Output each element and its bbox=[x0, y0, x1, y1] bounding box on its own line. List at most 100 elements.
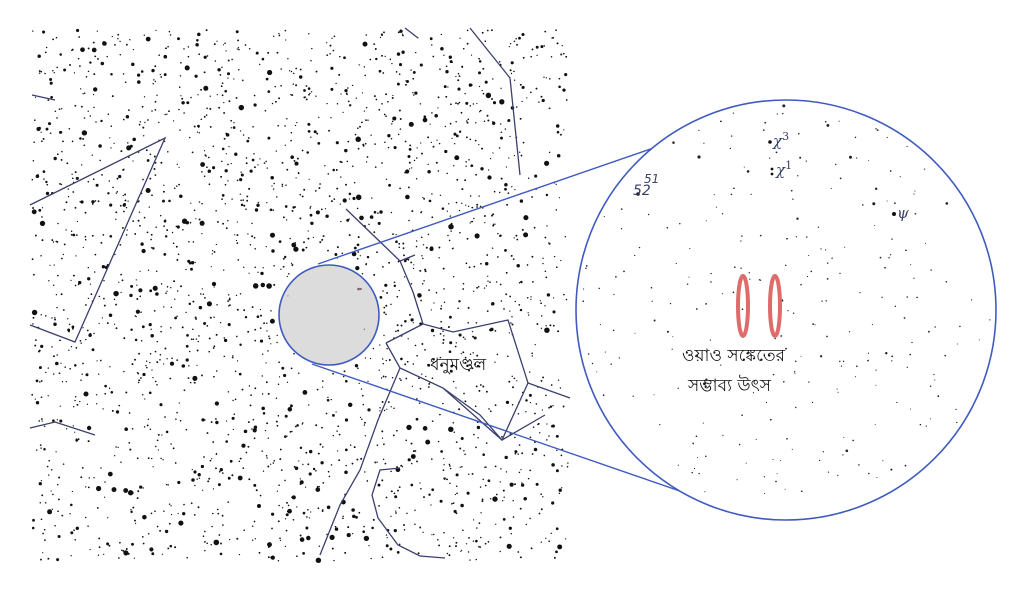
star bbox=[543, 76, 545, 78]
star bbox=[121, 279, 124, 282]
star bbox=[243, 309, 246, 312]
star bbox=[211, 253, 213, 255]
star bbox=[294, 425, 297, 428]
star bbox=[428, 289, 430, 291]
star bbox=[187, 377, 190, 379]
star bbox=[517, 551, 520, 553]
star bbox=[206, 325, 209, 327]
star bbox=[448, 426, 454, 433]
star bbox=[143, 216, 146, 219]
star bbox=[385, 93, 388, 96]
star bbox=[196, 131, 199, 133]
star bbox=[484, 80, 488, 84]
star bbox=[769, 418, 772, 421]
star bbox=[249, 243, 252, 246]
star bbox=[251, 222, 253, 225]
star bbox=[51, 508, 54, 510]
star bbox=[45, 371, 47, 374]
star bbox=[335, 82, 337, 85]
star bbox=[959, 325, 961, 328]
star bbox=[160, 161, 163, 164]
star bbox=[495, 493, 498, 496]
star bbox=[826, 123, 830, 127]
star bbox=[452, 421, 455, 424]
star bbox=[223, 111, 226, 114]
star bbox=[449, 467, 452, 470]
star bbox=[329, 44, 332, 47]
star bbox=[402, 247, 405, 250]
star bbox=[518, 281, 521, 284]
star bbox=[220, 175, 223, 178]
star bbox=[500, 131, 503, 134]
star bbox=[483, 287, 486, 289]
star bbox=[502, 489, 505, 492]
star bbox=[54, 110, 57, 112]
star bbox=[78, 36, 81, 38]
star bbox=[83, 391, 89, 397]
star bbox=[783, 381, 785, 383]
star bbox=[315, 470, 317, 472]
star bbox=[361, 121, 363, 124]
star bbox=[138, 211, 141, 213]
star bbox=[298, 460, 300, 462]
star bbox=[122, 73, 125, 75]
star bbox=[259, 308, 262, 311]
star bbox=[424, 270, 427, 273]
star bbox=[108, 544, 111, 547]
star bbox=[237, 475, 243, 481]
star bbox=[474, 139, 477, 142]
star bbox=[532, 281, 534, 283]
star bbox=[221, 94, 224, 97]
star bbox=[415, 245, 418, 248]
star bbox=[475, 321, 478, 324]
star bbox=[31, 209, 37, 215]
star bbox=[137, 381, 140, 384]
star bbox=[37, 54, 41, 58]
star bbox=[71, 490, 74, 493]
star bbox=[388, 261, 391, 264]
star bbox=[485, 92, 492, 99]
star bbox=[192, 375, 198, 381]
star bbox=[558, 488, 562, 492]
star bbox=[479, 384, 482, 386]
star bbox=[436, 139, 438, 141]
star bbox=[92, 93, 95, 96]
star bbox=[396, 295, 399, 298]
star bbox=[439, 194, 442, 196]
star bbox=[113, 290, 119, 297]
star bbox=[124, 81, 127, 84]
star bbox=[32, 273, 35, 276]
star bbox=[72, 274, 75, 277]
star bbox=[379, 344, 381, 346]
star bbox=[66, 428, 68, 430]
star bbox=[324, 165, 326, 167]
star bbox=[136, 73, 141, 77]
star bbox=[198, 132, 201, 134]
star bbox=[45, 180, 48, 184]
star bbox=[782, 104, 786, 108]
star bbox=[552, 405, 554, 407]
star bbox=[380, 377, 383, 379]
star bbox=[149, 289, 153, 293]
star bbox=[366, 255, 370, 259]
star bbox=[710, 281, 712, 283]
star bbox=[111, 487, 117, 493]
star bbox=[328, 195, 331, 198]
star bbox=[874, 224, 876, 227]
star bbox=[872, 202, 876, 206]
star bbox=[316, 485, 319, 488]
star bbox=[819, 355, 823, 358]
star bbox=[520, 468, 522, 471]
star bbox=[145, 36, 151, 42]
star bbox=[461, 202, 463, 204]
star bbox=[56, 419, 59, 421]
star bbox=[90, 293, 93, 296]
star bbox=[119, 204, 122, 207]
star bbox=[204, 154, 207, 156]
star bbox=[481, 31, 484, 34]
star bbox=[165, 47, 167, 50]
star bbox=[56, 558, 60, 562]
star bbox=[117, 33, 120, 36]
star bbox=[822, 451, 824, 453]
star bbox=[526, 264, 529, 266]
